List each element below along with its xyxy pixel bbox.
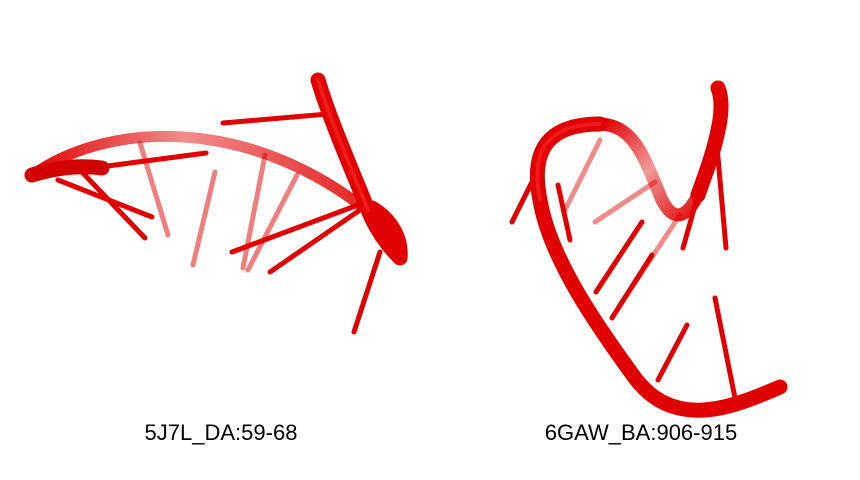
base-sticks-near — [509, 132, 738, 401]
structure-label: 6GAW_BA:906-915 — [544, 420, 738, 445]
base-sticks-far — [562, 137, 683, 308]
backbone-highlight — [316, 78, 370, 212]
structure-panel-6gaw: 6GAW_BA:906-915 — [430, 0, 860, 480]
base-sticks-near — [55, 111, 383, 335]
structure-panel-5j7l: 5J7L_DA:59-68 — [24, 72, 408, 445]
rna-structure-6gaw — [509, 80, 788, 418]
backbone-highlight — [535, 122, 602, 202]
rna-structure-5j7l — [24, 72, 408, 335]
backbone-near-strand — [529, 116, 788, 418]
structure-label: 5J7L_DA:59-68 — [144, 420, 298, 445]
backbone-far-strand — [34, 130, 366, 211]
backbone-far-loop — [593, 117, 705, 222]
backbone-end-5prime — [24, 159, 110, 183]
backbone-end-3prime — [690, 80, 729, 203]
